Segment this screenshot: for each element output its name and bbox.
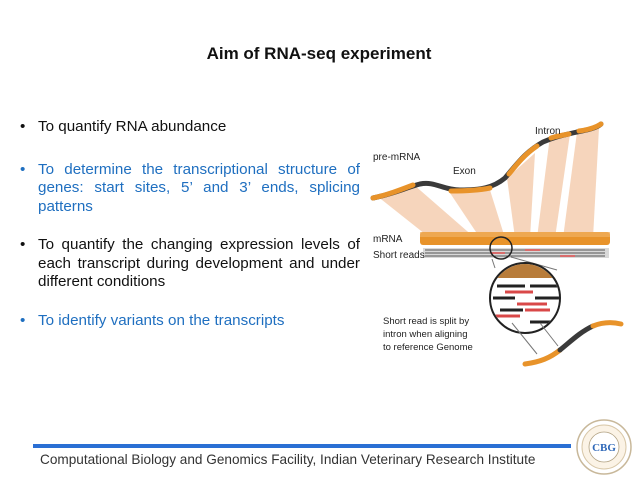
intron-label: Intron [535,126,561,137]
magnifier-small-circle [489,236,513,260]
short-reads-row [423,248,609,258]
note-line-1: Short read is split by [383,316,469,327]
slide-title: Aim of RNA-seq experiment [206,44,432,63]
note-line-3: to reference Genome [383,342,473,353]
magnified-reads [489,262,561,334]
bullet-item: To identify variants on the transcripts [20,312,360,331]
short-reads-label: Short reads [373,250,425,261]
split-read [522,320,624,367]
bullet-item: To quantify the changing expression leve… [20,236,360,292]
mrna-label: mRNA [373,234,403,245]
exon-projection-fans [377,128,599,238]
bullet-item: To quantify RNA abundance [20,118,360,137]
splicing-diagram: Intron pre-mRNA Exon mRNA Short reads [370,121,624,367]
svg-text:Short read is split by int: Short read is split by intron when align… [383,316,473,353]
note-line-2: intron when aligning [383,329,468,340]
logo-text: CBG [592,442,616,454]
footer-text: Computational Biology and Genomics Facil… [40,452,536,467]
pre-mrna-label: pre-mRNA [373,152,421,163]
footer-bar [33,444,571,448]
institute-seal-icon: CBG [576,419,632,475]
exon-label: Exon [453,166,476,177]
bullet-item: To determine the transcriptional structu… [20,161,360,217]
bullet-list: To quantify RNA abundance To determine t… [20,118,360,330]
exon-segments [370,121,604,201]
